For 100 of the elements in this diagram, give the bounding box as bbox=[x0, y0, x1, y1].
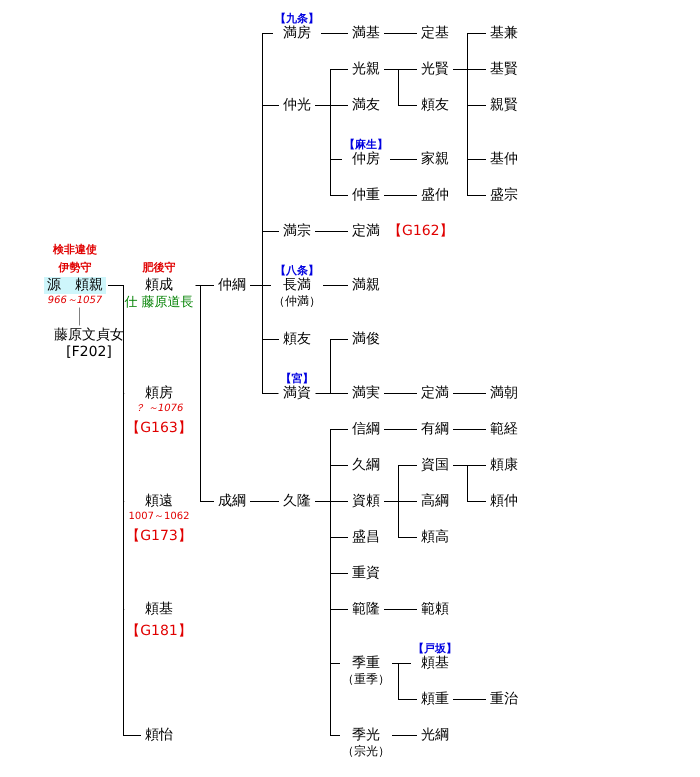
connector-line bbox=[314, 231, 348, 232]
reference-code: 【G162】 bbox=[388, 222, 454, 240]
reference-code: [F202] bbox=[65, 344, 113, 360]
person-name: 信綱 bbox=[351, 420, 381, 438]
reference-code: 【G173】 bbox=[126, 526, 192, 546]
person-name: 頼康 bbox=[489, 456, 519, 474]
person-name: 親賢 bbox=[489, 96, 519, 114]
connector-line bbox=[384, 501, 418, 538]
person-name: 盛昌 bbox=[351, 528, 381, 546]
person-name: 光綱 bbox=[420, 726, 450, 744]
person-name: 久隆 bbox=[282, 492, 312, 510]
connector-line bbox=[384, 33, 418, 34]
alias-name: （宗光） bbox=[342, 744, 390, 758]
connector-line bbox=[392, 663, 418, 700]
person-name: 久綱 bbox=[351, 456, 381, 474]
person-name: 仲光 bbox=[282, 96, 312, 114]
person-name: 有綱 bbox=[420, 420, 450, 438]
connector-line bbox=[452, 429, 486, 430]
person-name: 定基 bbox=[420, 24, 450, 42]
life-years: 1007～1062 bbox=[128, 510, 190, 522]
person-name: 頼高 bbox=[420, 528, 450, 546]
person-name: 範頼 bbox=[420, 600, 450, 618]
person-name: 定満 bbox=[351, 222, 381, 240]
person-name: 頼友 bbox=[420, 96, 450, 114]
family-branch-label: 【戸坂】 bbox=[413, 642, 457, 654]
person-name: 満資 bbox=[282, 384, 312, 402]
life-years: ？ ～1076 bbox=[134, 402, 184, 414]
connector-line bbox=[384, 69, 418, 106]
person-name: 重資 bbox=[351, 564, 381, 582]
service-note: 仕 藤原道長 bbox=[124, 294, 194, 312]
person-name: 満房 bbox=[282, 24, 312, 42]
person-name: 光親 bbox=[351, 60, 381, 78]
connector-line bbox=[392, 735, 418, 736]
person-name: 仲綱 bbox=[217, 276, 247, 294]
person-name: 頼遠 bbox=[144, 492, 174, 510]
person-name: 仲房 bbox=[351, 150, 381, 168]
alias-name: （重季） bbox=[342, 672, 390, 686]
person-name: 資頼 bbox=[351, 492, 381, 510]
family-branch-label: 【九条】 bbox=[275, 12, 319, 24]
person-name: 重治 bbox=[489, 690, 519, 708]
person-name: 範隆 bbox=[351, 600, 381, 618]
connector-line bbox=[79, 307, 80, 326]
person-name: 仲重 bbox=[351, 186, 381, 204]
connector-line bbox=[452, 699, 486, 700]
person-name: 満実 bbox=[351, 384, 381, 402]
person-name: 頼怡 bbox=[144, 726, 174, 744]
person-name: 満宗 bbox=[282, 222, 312, 240]
person-name: 基仲 bbox=[489, 150, 519, 168]
life-years: 966～1057 bbox=[48, 294, 102, 306]
person-name: 藤原文貞女 bbox=[53, 326, 125, 344]
person-name: 季光 bbox=[351, 726, 381, 744]
person-name: 高綱 bbox=[420, 492, 450, 510]
person-name: 成綱 bbox=[217, 492, 247, 510]
person-name: 頼仲 bbox=[489, 492, 519, 510]
family-branch-label: 【宮】 bbox=[280, 372, 314, 384]
person-name: 家親 bbox=[420, 150, 450, 168]
person-name: 長満 bbox=[282, 276, 312, 294]
person-name: 範経 bbox=[489, 420, 519, 438]
connector-line bbox=[250, 501, 280, 502]
person-name: 頼重 bbox=[420, 690, 450, 708]
person-name: 満俊 bbox=[351, 330, 381, 348]
person-name: 満朝 bbox=[489, 384, 519, 402]
connector-line bbox=[384, 195, 418, 196]
office-title: 伊勢守 bbox=[58, 260, 92, 276]
person-name: 基賢 bbox=[489, 60, 519, 78]
person-name: 基兼 bbox=[489, 24, 519, 42]
person-name: 盛仲 bbox=[420, 186, 450, 204]
person-name: 頼房 bbox=[144, 384, 174, 402]
person-name: 光賢 bbox=[420, 60, 450, 78]
reference-code: 【G163】 bbox=[126, 418, 192, 438]
connector-line bbox=[384, 429, 418, 430]
connector-line bbox=[314, 105, 348, 196]
person-name: 頼友 bbox=[282, 330, 312, 348]
connector-line bbox=[315, 393, 348, 394]
person-name: 頼基 bbox=[144, 600, 174, 618]
person-name: 満親 bbox=[351, 276, 381, 294]
office-title: 肥後守 bbox=[142, 260, 176, 276]
connector-line bbox=[195, 285, 214, 502]
person-name: 頼基 bbox=[420, 654, 450, 672]
connector-line bbox=[452, 393, 486, 394]
connector-line bbox=[452, 465, 486, 502]
connector-line bbox=[320, 33, 348, 34]
connector-line bbox=[452, 69, 486, 196]
person-name: 定満 bbox=[420, 384, 450, 402]
person-name: 頼成 bbox=[144, 276, 174, 294]
person-name: 満基 bbox=[351, 24, 381, 42]
person-name: 季重 bbox=[351, 654, 381, 672]
family-branch-label: 【八条】 bbox=[275, 264, 319, 276]
alias-name: （仲満） bbox=[273, 294, 321, 308]
person-name: 源 頼親 bbox=[44, 276, 106, 294]
connector-line bbox=[384, 393, 418, 394]
connector-line bbox=[390, 159, 418, 160]
connector-line bbox=[384, 609, 418, 610]
connector-line bbox=[314, 501, 340, 736]
office-title: 検非違使 bbox=[53, 242, 97, 258]
person-name: 盛宗 bbox=[489, 186, 519, 204]
connector-line bbox=[322, 285, 348, 286]
reference-code: 【G181】 bbox=[126, 622, 192, 640]
family-branch-label: 【麻生】 bbox=[344, 138, 388, 150]
person-name: 資国 bbox=[420, 456, 450, 474]
